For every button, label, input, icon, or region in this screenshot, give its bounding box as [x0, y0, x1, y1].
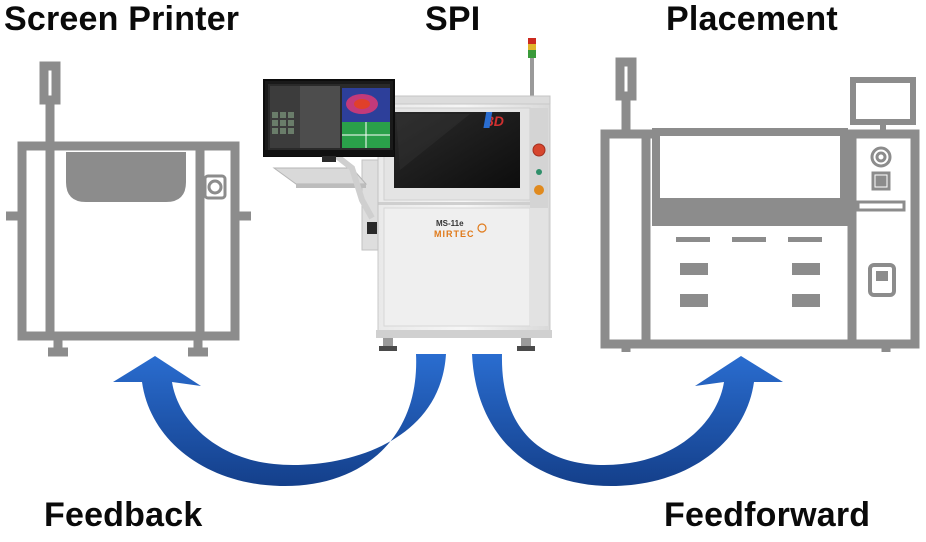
placement-front-panels	[676, 237, 822, 307]
spi-brand-label: MIRTEC	[434, 229, 475, 239]
feedforward-arrow	[472, 354, 783, 487]
spi-label: SPI	[425, 0, 481, 38]
screen-printer-button	[203, 174, 227, 200]
screen-printer-icon	[6, 61, 251, 357]
screen-printer-window	[66, 152, 186, 202]
spi-machine: MS-11e MIRTEC 3D	[263, 38, 552, 351]
placement-controls	[856, 146, 906, 297]
placement-label: Placement	[666, 0, 838, 38]
feedback-arrow	[113, 354, 446, 487]
feedforward-label: Feedforward	[664, 496, 871, 534]
screen-printer-label: Screen Printer	[4, 0, 240, 38]
feedback-label: Feedback	[44, 496, 203, 534]
spi-model-label: MS-11e	[436, 219, 464, 228]
monitor-thumbnails	[272, 112, 294, 134]
